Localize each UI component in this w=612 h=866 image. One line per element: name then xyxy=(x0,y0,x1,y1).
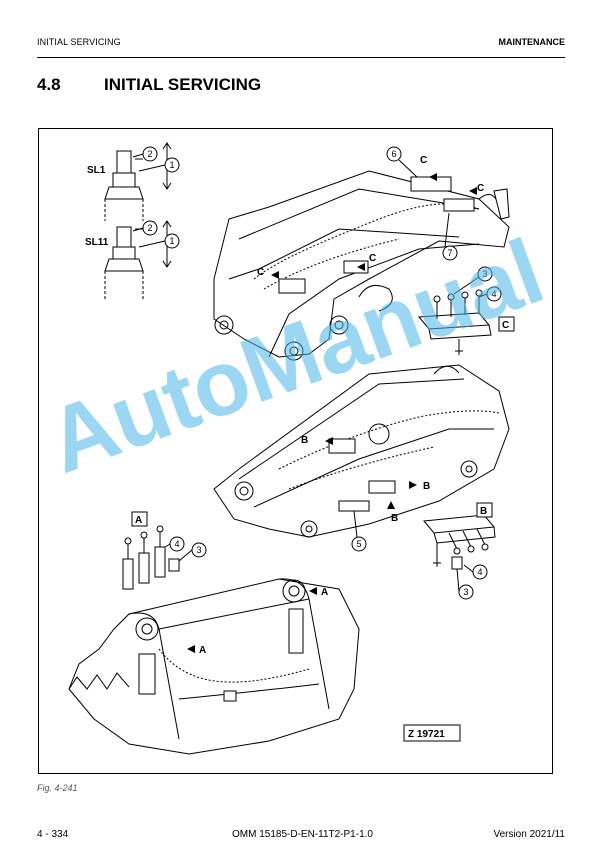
letter-label-b: B xyxy=(391,513,398,524)
figure-caption: Fig. 4-241 xyxy=(37,783,78,793)
letter-label-b: B xyxy=(423,481,430,492)
letter-box-b: B xyxy=(480,506,487,517)
callout-label: 7 xyxy=(447,248,452,258)
callout-label: 3 xyxy=(482,269,487,279)
letter-label-c: C xyxy=(477,183,484,194)
document-version: Version 2021/11 xyxy=(493,829,565,840)
header-chapter-name: MAINTENANCE xyxy=(498,37,566,47)
callout-label: 2 xyxy=(147,223,152,233)
letter-box-c: C xyxy=(502,320,509,331)
bucket-illustration xyxy=(68,578,360,755)
letter-box-a: A xyxy=(135,515,142,526)
boom-illustration xyxy=(213,170,510,361)
section-title: INITIAL SERVICING xyxy=(104,75,262,94)
letter-label-a: A xyxy=(199,645,206,656)
sensor-label-sl11: SL11 xyxy=(85,237,109,248)
letter-label-c: C xyxy=(257,267,264,278)
grease-nipple-sl1 xyxy=(104,150,144,221)
distributor-block-b xyxy=(423,514,496,570)
sensor-label-sl1: SL1 xyxy=(87,165,106,176)
section-number: 4.8 xyxy=(37,75,61,94)
distributor-block-c xyxy=(417,289,492,355)
header-section-name: INITIAL SERVICING xyxy=(37,37,121,47)
figure-frame: 2 1 2 1 6 7 3 4 5 4 3 4 3 SL1 SL11 C C C… xyxy=(38,128,553,774)
technical-illustration: 2 1 2 1 6 7 3 4 5 4 3 4 3 SL1 SL11 C C C… xyxy=(68,142,515,755)
letter-label-c: C xyxy=(420,155,427,166)
callout-label: 6 xyxy=(391,149,396,159)
callout-label: 3 xyxy=(463,587,468,597)
callout-circles xyxy=(142,146,502,600)
callout-label: 5 xyxy=(356,539,361,549)
document-number: OMM 15185-D-EN-11T2-P1-1.0 xyxy=(232,829,373,840)
reference-box-label: Z 19721 xyxy=(408,729,445,740)
page-number: 4 - 334 xyxy=(37,829,69,840)
callout-label: 4 xyxy=(477,567,482,577)
header-divider xyxy=(37,57,565,58)
stick-illustration xyxy=(213,364,510,538)
letter-label-a: A xyxy=(321,587,328,598)
letter-label-b: B xyxy=(301,435,308,446)
letter-label-c: C xyxy=(369,253,376,264)
grease-nipple-sl11 xyxy=(104,226,144,299)
grease-nipples-a xyxy=(122,525,180,590)
callout-label: 4 xyxy=(174,539,179,549)
callout-label: 1 xyxy=(169,236,174,246)
callout-label: 3 xyxy=(196,545,201,555)
callout-label: 2 xyxy=(147,149,152,159)
callout-label: 4 xyxy=(491,289,496,299)
callout-label: 1 xyxy=(169,160,174,170)
